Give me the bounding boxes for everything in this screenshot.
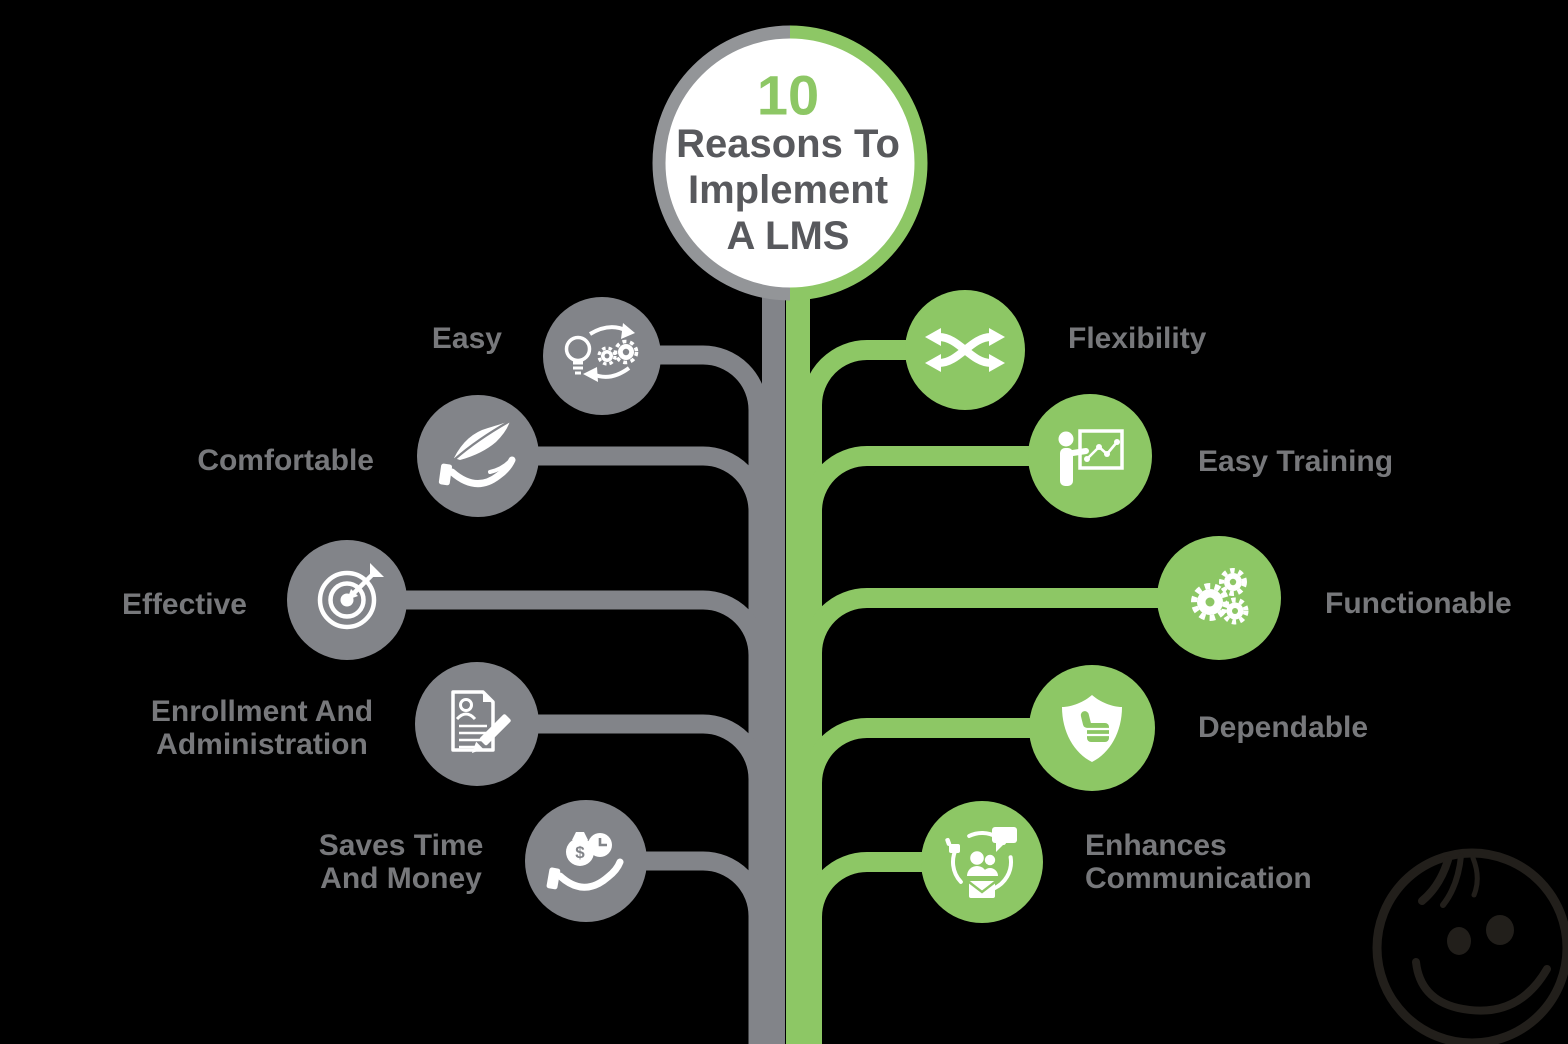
flexibility-node [905,290,1025,410]
label-functionable: Functionable [1325,587,1512,620]
currency-glyph: $ [575,843,585,862]
shield-thumbs-up-icon [1062,695,1122,762]
enrollment-circle [415,662,539,786]
label-effective: Effective [121,588,247,621]
enrollment-node [415,662,539,786]
idea-gears-cycle-icon [564,323,639,382]
branch-enrollment [477,714,768,1044]
target-arrow-icon [317,563,384,630]
branch-effective [347,590,768,1044]
branch-comfortable [478,446,768,1044]
branch-easy-training [802,446,1090,1044]
title-text: Reasons To Implement A LMS [676,122,900,258]
enhances-communication-node [921,801,1043,923]
smiley-face-logo [1372,848,1568,1044]
dependable-node [1029,665,1155,791]
label-dependable: Dependable [1198,711,1369,744]
comfortable-circle [417,395,539,517]
title-circle-fill [659,32,921,294]
branch-dependable [802,718,1092,1044]
comfortable-node [417,395,539,517]
label-saves-time-money: Saves Time And Money [318,829,484,895]
shuffle-arrows-icon [925,328,1005,372]
communication-cycle-icon [945,827,1017,898]
label-enrollment-administration: Enrollment And Administration [150,695,374,761]
money-clock-hand-icon: $ [546,832,624,891]
branch-saves-time [586,851,768,1044]
trunk-gray-half [762,268,785,1044]
effective-node [287,540,407,660]
branch-enhances-communication [802,852,982,1044]
easy-training-node [1028,394,1152,518]
presenter-chart-icon [1058,429,1124,486]
label-flexibility: Flexibility [1068,322,1207,355]
left-branches [347,345,768,1044]
title-number: 10 [756,63,820,127]
trunk-green-half [786,268,810,1044]
title-ring-gray-half [652,25,791,301]
document-pencil-icon [451,690,511,754]
title-circle [652,25,928,301]
functionable-node [1157,536,1281,660]
branch-functionable [802,588,1219,1044]
trunk [762,268,810,1044]
right-branches [802,340,1219,1044]
label-easy-training: Easy Training [1198,445,1394,478]
feather-on-hand-icon [438,420,516,487]
branch-flexibility [802,340,965,1044]
branch-easy [602,345,768,1044]
title-ring-green-half [789,25,928,301]
gears-icon [1191,568,1249,625]
label-comfortable: Comfortable [197,444,374,477]
saves-time-node: $ [525,800,647,922]
label-enhances-communication: Enhances Communication [1085,829,1312,895]
easy-node [543,297,661,415]
label-easy: Easy [431,322,502,355]
